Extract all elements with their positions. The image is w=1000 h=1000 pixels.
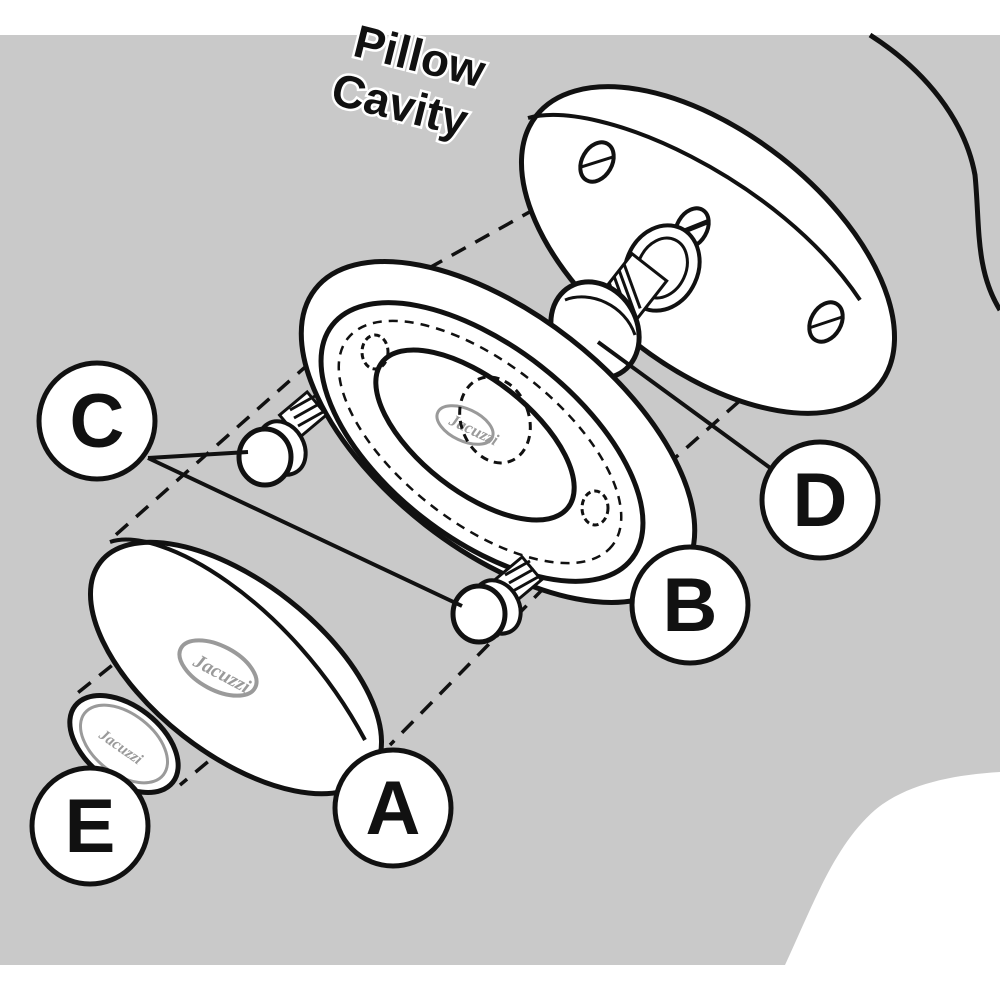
- leader-d: [596, 340, 775, 472]
- screw-lower-part-c: [450, 554, 544, 645]
- callout-e: E: [29, 765, 151, 887]
- screw-lower-head: [450, 583, 508, 645]
- callout-b-letter: B: [663, 563, 718, 648]
- callout-a-letter: A: [366, 766, 421, 851]
- mounting-hole-right: [807, 300, 845, 344]
- callout-c-letter: C: [70, 379, 125, 464]
- trim-ring-part-b: Jacuzzi: [298, 259, 698, 605]
- callout-e-letter: E: [65, 784, 116, 869]
- callout-d: D: [759, 439, 881, 561]
- cavity-contour: [868, 32, 1000, 312]
- mounting-plate: [518, 84, 898, 416]
- callout-d-letter: D: [793, 458, 848, 543]
- leader-c-upper: [147, 450, 249, 460]
- screw-upper-part-c: [236, 389, 329, 488]
- pillow-cover-part-a: Jacuzzi: [87, 537, 385, 797]
- callout-b: B: [629, 544, 751, 666]
- leader-c-lower: [147, 456, 463, 608]
- screw-upper-head: [236, 426, 294, 488]
- callout-a: A: [332, 747, 454, 869]
- leader-lines: [147, 340, 775, 608]
- guide-line-upper-left: [108, 343, 332, 542]
- mounting-hole-top: [578, 140, 616, 184]
- callout-c: C: [36, 360, 158, 482]
